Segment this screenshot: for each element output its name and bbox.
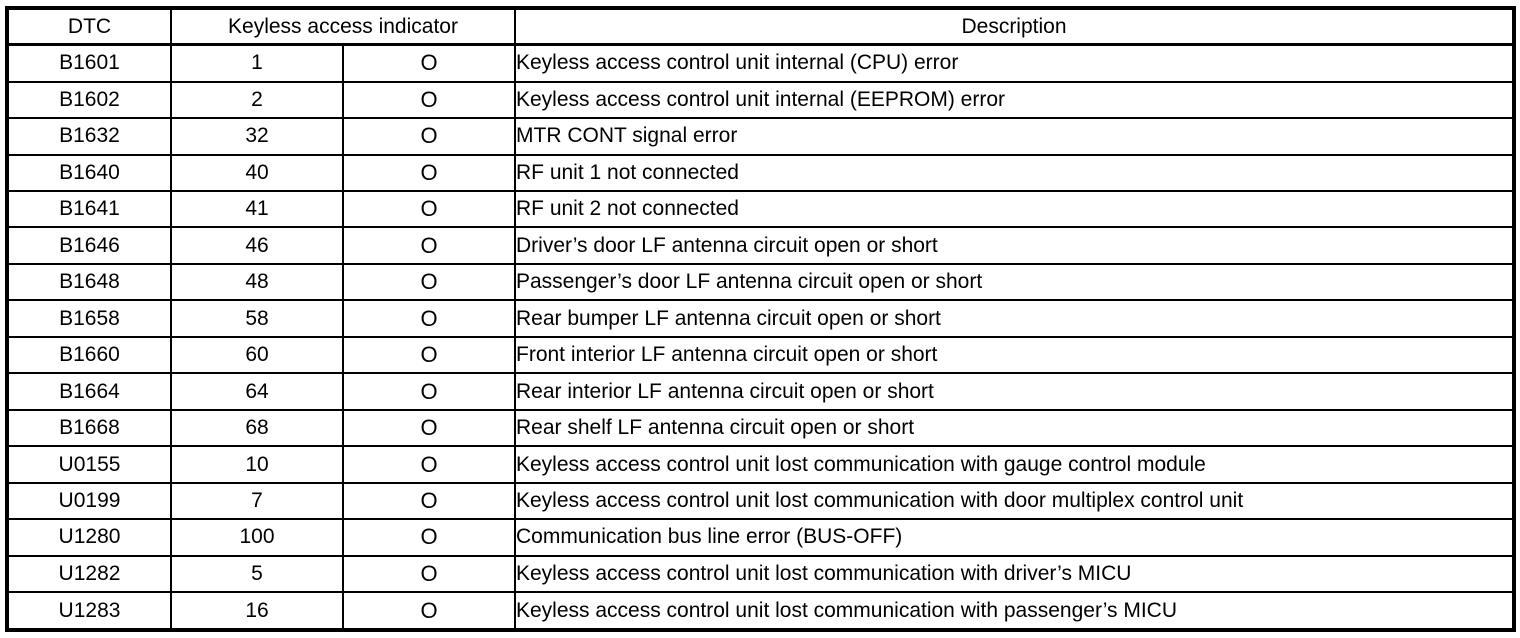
indicator-circle-symbol: O bbox=[342, 226, 516, 265]
indicator-circle-symbol: O bbox=[342, 445, 516, 484]
indicator-circle-symbol: O bbox=[342, 262, 516, 302]
col-header-dtc: DTC bbox=[6, 7, 172, 46]
indicator-circle-symbol: O bbox=[342, 372, 516, 411]
indicator-circle-symbol: O bbox=[342, 43, 516, 83]
header-row: DTC Keyless access indicator Description bbox=[6, 7, 1515, 46]
col-header-keyless-access-indicator: Keyless access indicator bbox=[170, 7, 516, 46]
dtc-table: DTC Keyless access indicator Description… bbox=[5, 6, 1516, 632]
description-cell: Keyless access control unit lost communi… bbox=[514, 591, 1515, 631]
dtc-cell: B1602 bbox=[6, 80, 172, 120]
indicator-circle-symbol: O bbox=[342, 117, 516, 156]
indicator-circle-symbol: O bbox=[342, 190, 516, 229]
description-cell: RF unit 2 not connected bbox=[514, 190, 1515, 229]
indicator-circle-symbol: O bbox=[342, 335, 516, 375]
description-cell: MTR CONT signal error bbox=[514, 117, 1515, 156]
indicator-code-cell: 5 bbox=[170, 554, 344, 594]
description-cell: Rear bumper LF antenna circuit open or s… bbox=[514, 299, 1515, 338]
dtc-cell: B1646 bbox=[6, 226, 172, 265]
description-cell: Rear shelf LF antenna circuit open or sh… bbox=[514, 408, 1515, 448]
indicator-circle-symbol: O bbox=[342, 518, 516, 557]
indicator-code-cell: 60 bbox=[170, 335, 344, 375]
indicator-code-cell: 32 bbox=[170, 117, 344, 156]
dtc-cell: U0155 bbox=[6, 445, 172, 484]
dtc-cell: B1640 bbox=[6, 153, 172, 193]
description-cell: Communication bus line error (BUS-OFF) bbox=[514, 518, 1515, 557]
dtc-cell: B1632 bbox=[6, 117, 172, 156]
indicator-code-cell: 7 bbox=[170, 481, 344, 521]
dtc-cell: B1664 bbox=[6, 372, 172, 411]
indicator-circle-symbol: O bbox=[342, 591, 516, 631]
indicator-code-cell: 10 bbox=[170, 445, 344, 484]
dtc-cell: B1668 bbox=[6, 408, 172, 448]
dtc-cell: U1283 bbox=[6, 591, 172, 631]
dtc-cell: B1601 bbox=[6, 43, 172, 83]
col-header-description: Description bbox=[514, 7, 1515, 46]
table-header: DTC Keyless access indicator Description bbox=[6, 7, 1515, 46]
indicator-circle-symbol: O bbox=[342, 481, 516, 521]
dtc-cell: U1280 bbox=[6, 518, 172, 557]
description-cell: Keyless access control unit lost communi… bbox=[514, 445, 1515, 484]
dtc-cell: B1660 bbox=[6, 335, 172, 375]
indicator-code-cell: 58 bbox=[170, 299, 344, 338]
indicator-circle-symbol: O bbox=[342, 80, 516, 120]
description-cell: RF unit 1 not connected bbox=[514, 153, 1515, 193]
indicator-circle-symbol: O bbox=[342, 408, 516, 448]
indicator-code-cell: 2 bbox=[170, 80, 344, 120]
dtc-cell: U0199 bbox=[6, 481, 172, 521]
indicator-code-cell: 40 bbox=[170, 153, 344, 193]
indicator-code-cell: 16 bbox=[170, 591, 344, 631]
indicator-code-cell: 64 bbox=[170, 372, 344, 411]
indicator-code-cell: 68 bbox=[170, 408, 344, 448]
dtc-cell: U1282 bbox=[6, 554, 172, 594]
description-cell: Front interior LF antenna circuit open o… bbox=[514, 335, 1515, 375]
indicator-code-cell: 41 bbox=[170, 190, 344, 229]
dtc-cell: B1641 bbox=[6, 190, 172, 229]
indicator-code-cell: 48 bbox=[170, 262, 344, 302]
description-cell: Keyless access control unit lost communi… bbox=[514, 481, 1515, 521]
description-cell: Keyless access control unit internal (EE… bbox=[514, 80, 1515, 120]
description-cell: Passenger’s door LF antenna circuit open… bbox=[514, 262, 1515, 302]
description-cell: Rear interior LF antenna circuit open or… bbox=[514, 372, 1515, 411]
dtc-cell: B1658 bbox=[6, 299, 172, 338]
indicator-circle-symbol: O bbox=[342, 554, 516, 594]
description-cell: Keyless access control unit internal (CP… bbox=[514, 43, 1515, 83]
dtc-cell: B1648 bbox=[6, 262, 172, 302]
indicator-circle-symbol: O bbox=[342, 299, 516, 338]
description-cell: Driver’s door LF antenna circuit open or… bbox=[514, 226, 1515, 265]
indicator-code-cell: 46 bbox=[170, 226, 344, 265]
description-cell: Keyless access control unit lost communi… bbox=[514, 554, 1515, 594]
indicator-circle-symbol: O bbox=[342, 153, 516, 193]
indicator-code-cell: 100 bbox=[170, 518, 344, 557]
indicator-code-cell: 1 bbox=[170, 43, 344, 83]
